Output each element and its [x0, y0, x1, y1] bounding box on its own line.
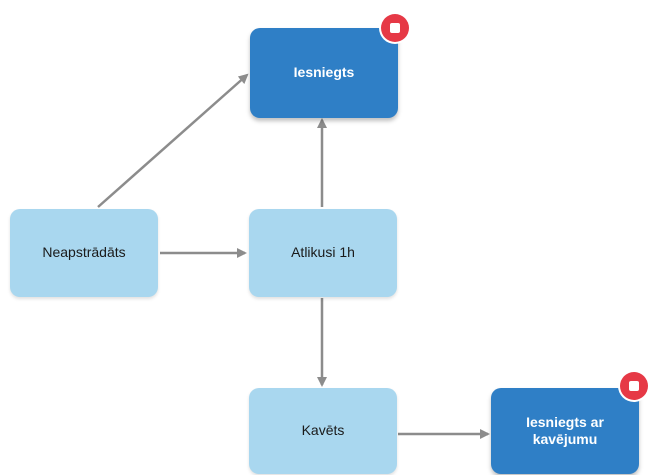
state-one-hour-left: Atlikusi 1h [249, 209, 397, 297]
state-submitted: Iesniegts [250, 28, 398, 118]
state-submitted-late: Iesniegts ar kavējumu [491, 388, 639, 474]
state-unprocessed-label: Neapstrādāts [42, 244, 126, 261]
stop-icon [620, 372, 648, 400]
state-submitted-late-label: Iesniegts ar kavējumu [526, 413, 604, 448]
state-late: Kavēts [249, 388, 397, 474]
state-late-label: Kavēts [301, 422, 345, 439]
state-one-hour-left-label: Atlikusi 1h [291, 244, 355, 261]
stop-icon [381, 14, 409, 42]
arrow-unprocessed-to-submitted [97, 73, 249, 208]
state-submitted-label: Iesniegts [293, 64, 355, 81]
state-unprocessed: Neapstrādāts [10, 209, 158, 297]
